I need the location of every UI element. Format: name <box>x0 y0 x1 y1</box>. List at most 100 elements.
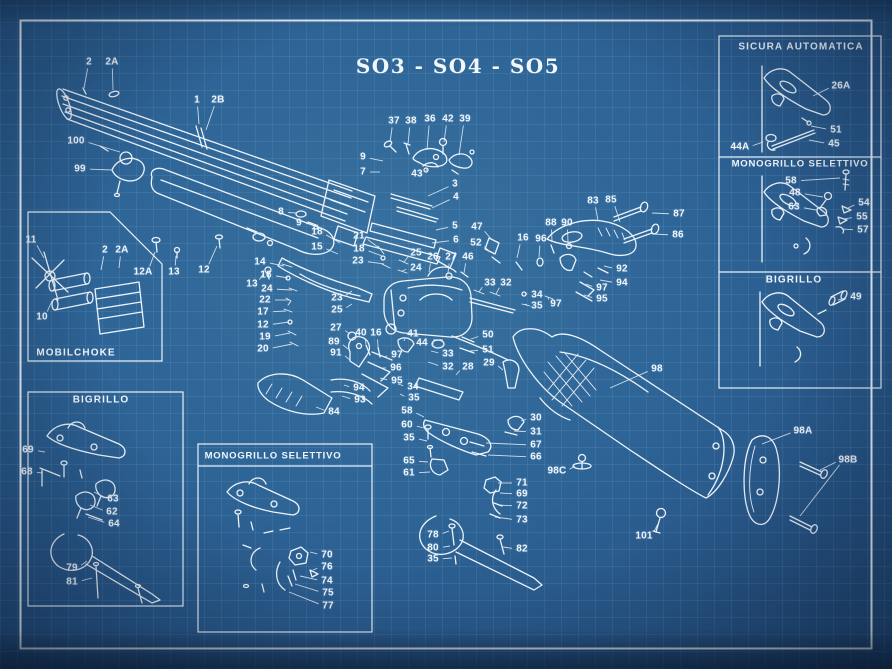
part-label-63: 63 <box>107 493 119 505</box>
part-label-57: 57 <box>857 224 869 236</box>
part-label-1: 1 <box>194 94 200 106</box>
part-label-44A: 44A <box>730 141 750 153</box>
part-label-68: 68 <box>21 466 33 478</box>
part-label-49: 49 <box>850 291 862 303</box>
part-label-54: 54 <box>858 197 870 209</box>
part-label-28: 28 <box>462 361 474 373</box>
part-label-36: 36 <box>424 113 436 125</box>
part-label-34: 34 <box>407 381 419 393</box>
part-label-67: 67 <box>530 439 542 451</box>
part-label-12: 12 <box>198 264 210 276</box>
part-label-83: 83 <box>587 195 599 207</box>
part-label-40: 40 <box>355 327 367 339</box>
part-label-86: 86 <box>672 229 684 241</box>
part-label-71: 71 <box>516 477 528 489</box>
part-label-35: 35 <box>427 553 439 565</box>
part-label-22: 22 <box>259 294 271 306</box>
part-label-27: 27 <box>330 322 342 334</box>
part-label-26A: 26A <box>831 80 851 92</box>
part-label-97: 97 <box>596 282 608 294</box>
part-label-76: 76 <box>321 561 333 573</box>
part-label-2: 2 <box>86 56 92 68</box>
part-label-26: 26 <box>427 251 439 263</box>
part-label-55: 55 <box>856 211 868 223</box>
part-label-6: 6 <box>453 234 459 246</box>
part-label-35: 35 <box>531 300 543 312</box>
part-label-13: 13 <box>168 266 180 278</box>
part-label-47: 47 <box>471 221 483 233</box>
part-label-35: 35 <box>408 392 420 404</box>
part-label-93: 93 <box>354 394 366 406</box>
part-label-23: 23 <box>331 292 343 304</box>
part-label-32: 32 <box>442 361 454 373</box>
part-label-5: 5 <box>452 220 458 232</box>
part-label-60: 60 <box>401 419 413 431</box>
part-label-88: 88 <box>545 217 557 229</box>
part-label-98C: 98C <box>547 465 567 477</box>
part-label-11: 11 <box>25 234 37 246</box>
part-label-97: 97 <box>550 298 562 310</box>
part-label-16: 16 <box>370 327 382 339</box>
part-label-82: 82 <box>516 543 528 555</box>
part-label-69: 69 <box>22 444 34 456</box>
part-label-44: 44 <box>416 337 428 349</box>
part-label-62: 62 <box>106 506 118 518</box>
part-label-8: 8 <box>278 206 284 218</box>
part-label-43: 43 <box>411 168 423 180</box>
part-label-37: 37 <box>388 115 400 127</box>
part-label-46: 46 <box>462 251 474 263</box>
part-label-48: 48 <box>789 187 801 199</box>
part-label-85: 85 <box>605 194 617 206</box>
part-label-79: 79 <box>66 562 78 574</box>
part-label-87: 87 <box>673 208 685 220</box>
panel-title-sicura-automatica: SICURA AUTOMATICA <box>738 41 864 53</box>
part-label-78: 78 <box>427 529 439 541</box>
part-label-4: 4 <box>453 191 459 203</box>
part-label-92: 92 <box>616 263 628 275</box>
part-label-95: 95 <box>596 293 608 305</box>
part-label-17: 17 <box>257 306 269 318</box>
part-label-3: 3 <box>452 178 458 190</box>
part-label-35: 35 <box>403 432 415 444</box>
part-label-75: 75 <box>322 587 334 599</box>
part-label-23: 23 <box>352 255 364 267</box>
part-label-65: 65 <box>403 455 415 467</box>
part-label-94: 94 <box>353 382 365 394</box>
part-label-81: 81 <box>66 576 78 588</box>
part-label-51: 51 <box>482 344 494 356</box>
part-label-10: 10 <box>36 311 48 323</box>
part-label-15: 15 <box>311 241 323 253</box>
part-label-13: 13 <box>246 278 258 290</box>
part-label-84: 84 <box>328 406 340 418</box>
part-label-63: 63 <box>788 201 800 213</box>
part-label-101: 101 <box>635 530 653 542</box>
part-label-77: 77 <box>322 600 334 612</box>
part-label-45: 45 <box>828 138 840 150</box>
part-label-58: 58 <box>401 405 413 417</box>
part-label-7: 7 <box>360 166 366 178</box>
part-label-21: 21 <box>353 230 365 242</box>
part-label-96: 96 <box>390 362 402 374</box>
part-label-9: 9 <box>296 217 302 229</box>
part-label-73: 73 <box>516 514 528 526</box>
part-label-95: 95 <box>391 375 403 387</box>
part-label-31: 31 <box>530 426 542 438</box>
part-label-39: 39 <box>459 113 471 125</box>
part-label-2: 2 <box>102 244 108 256</box>
part-label-94: 94 <box>616 277 628 289</box>
page-title: SO3 - SO4 - SO5 <box>355 54 561 78</box>
part-label-9: 9 <box>360 151 366 163</box>
part-label-91: 91 <box>330 347 342 359</box>
part-label-2B: 2B <box>211 94 225 106</box>
part-label-34: 34 <box>531 289 543 301</box>
part-label-97: 97 <box>391 349 403 361</box>
part-label-24: 24 <box>261 283 273 295</box>
part-label-16: 16 <box>517 232 529 244</box>
part-label-89: 89 <box>328 336 340 348</box>
part-label-38: 38 <box>405 115 417 127</box>
part-label-98: 98 <box>651 363 663 375</box>
panel-title-mobilchoke: MOBILCHOKE <box>36 347 116 359</box>
part-label-70: 70 <box>321 549 333 561</box>
part-label-27: 27 <box>445 251 457 263</box>
